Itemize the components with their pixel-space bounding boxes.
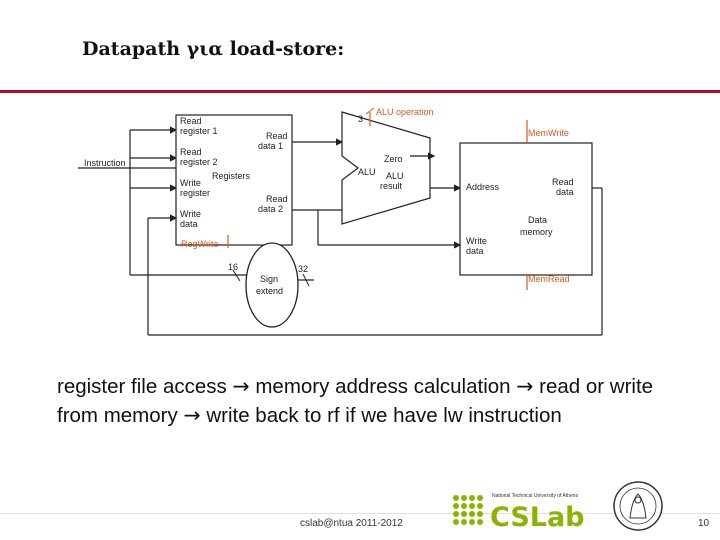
svg-text:ALU operation: ALU operation [376, 107, 434, 117]
svg-text:register 2: register 2 [180, 157, 218, 167]
label-alu: ALU [358, 167, 376, 177]
svg-text:register: register [180, 188, 210, 198]
label-mem-read-data-a: Read [552, 177, 574, 187]
body-segment-2: memory address calculation [249, 375, 517, 398]
label-read-data-2-a: Read [266, 194, 288, 204]
label-data-memory-b: memory [520, 227, 553, 237]
svg-text:extend: extend [256, 286, 283, 296]
alu-shape [341, 111, 431, 225]
label-zero: Zero [384, 154, 403, 164]
label-mem-read-data-b: data [556, 187, 574, 197]
svg-text:data: data [556, 187, 574, 197]
label-alu-result-a: ALU [386, 171, 404, 181]
svg-text:memory: memory [520, 227, 553, 237]
svg-text:Sign: Sign [260, 274, 278, 284]
sign-extend-in-slash [232, 269, 241, 282]
svg-text:Write: Write [180, 178, 201, 188]
label-alu-operation: ALU operation [376, 107, 434, 117]
label-instruction: Instruction [84, 158, 126, 168]
svg-text:RegWrite: RegWrite [181, 239, 218, 249]
svg-text:Write: Write [466, 236, 487, 246]
label-memwrite: MemWrite [528, 128, 569, 138]
svg-text:result: result [380, 181, 403, 191]
body-segment-4: write back to rf if we have lw instructi… [200, 404, 562, 427]
label-read-register-1-b: register 1 [180, 126, 218, 136]
svg-text:data 1: data 1 [258, 141, 283, 151]
svg-text:Data: Data [528, 215, 547, 225]
svg-text:ALU: ALU [358, 167, 376, 177]
label-read-data-1-b: data 1 [258, 141, 283, 151]
svg-text:data: data [180, 219, 198, 229]
label-sign: Sign [260, 274, 278, 284]
label-read-data-2-b: data 2 [258, 204, 283, 214]
svg-text:Read: Read [180, 147, 202, 157]
svg-text:16: 16 [228, 262, 238, 272]
svg-text:32: 32 [298, 264, 308, 274]
label-write-register-b: register [180, 188, 210, 198]
label-address: Address [466, 182, 500, 192]
label-regwrite: RegWrite [181, 239, 218, 249]
sign-extend-ellipse [245, 242, 299, 328]
label-read-register-1-a: Read [180, 116, 202, 126]
university-seal-icon [613, 481, 663, 531]
label-reg-write-data-a: Write [180, 209, 201, 219]
svg-text:Read: Read [180, 116, 202, 126]
footer-divider [0, 513, 720, 514]
logo-subtitle: National Technical University of Athens [492, 493, 579, 499]
label-memread: MemRead [528, 274, 570, 284]
registers-block [175, 114, 293, 246]
footer-text: cslab@ntua 2011-2012 [300, 518, 403, 529]
datapath-diagram: Read register 1 Read register 2 Write re… [70, 100, 610, 345]
arrow-icon: → [183, 403, 201, 427]
label-sign-out-bits: 32 [298, 264, 308, 274]
svg-text:ALU: ALU [386, 171, 404, 181]
label-alu-op-bits: 3 [358, 114, 363, 124]
body-segment-3: read or write from memory [57, 375, 654, 427]
label-data-memory-a: Data [528, 215, 547, 225]
svg-text:Address: Address [466, 182, 500, 192]
arrow-icon: → [516, 374, 534, 398]
alu-op-slash [365, 107, 375, 115]
title-rule [0, 90, 720, 93]
slide-body-text: register file access → memory address ca… [57, 372, 697, 430]
svg-text:Registers: Registers [212, 171, 251, 181]
label-extend: extend [256, 286, 283, 296]
svg-text:Instruction: Instruction [84, 158, 126, 168]
logo-text: CSLab [490, 502, 585, 530]
data-memory-block [459, 142, 593, 276]
label-read-register-2-b: register 2 [180, 157, 218, 167]
svg-text:Zero: Zero [384, 154, 403, 164]
label-mem-write-data-b: data [466, 246, 484, 256]
sign-extend-out-slash [302, 273, 310, 287]
label-read-register-2-a: Read [180, 147, 202, 157]
svg-text:register 1: register 1 [180, 126, 218, 136]
slide-title: Datapath για load-store: [82, 38, 345, 60]
label-write-register-a: Write [180, 178, 201, 188]
label-registers: Registers [212, 171, 251, 181]
label-reg-write-data-b: data [180, 219, 198, 229]
svg-text:Write: Write [180, 209, 201, 219]
label-sign-in-bits: 16 [228, 262, 238, 272]
page-number: 10 [698, 518, 710, 529]
svg-text:Read: Read [552, 177, 574, 187]
svg-text:MemWrite: MemWrite [528, 128, 569, 138]
arrow-icon: → [232, 374, 250, 398]
svg-text:Read: Read [266, 194, 288, 204]
svg-text:MemRead: MemRead [528, 274, 570, 284]
svg-text:data 2: data 2 [258, 204, 283, 214]
label-read-data-1-a: Read [266, 131, 288, 141]
label-mem-write-data-a: Write [466, 236, 487, 246]
body-segment-1: register file access [57, 375, 233, 398]
svg-text:Read: Read [266, 131, 288, 141]
svg-text:data: data [466, 246, 484, 256]
label-alu-result-b: result [380, 181, 403, 191]
svg-text:3: 3 [358, 114, 363, 124]
datapath-svg: Read register 1 Read register 2 Write re… [78, 107, 603, 336]
cslab-logo: National Technical University of Athens … [453, 493, 585, 530]
